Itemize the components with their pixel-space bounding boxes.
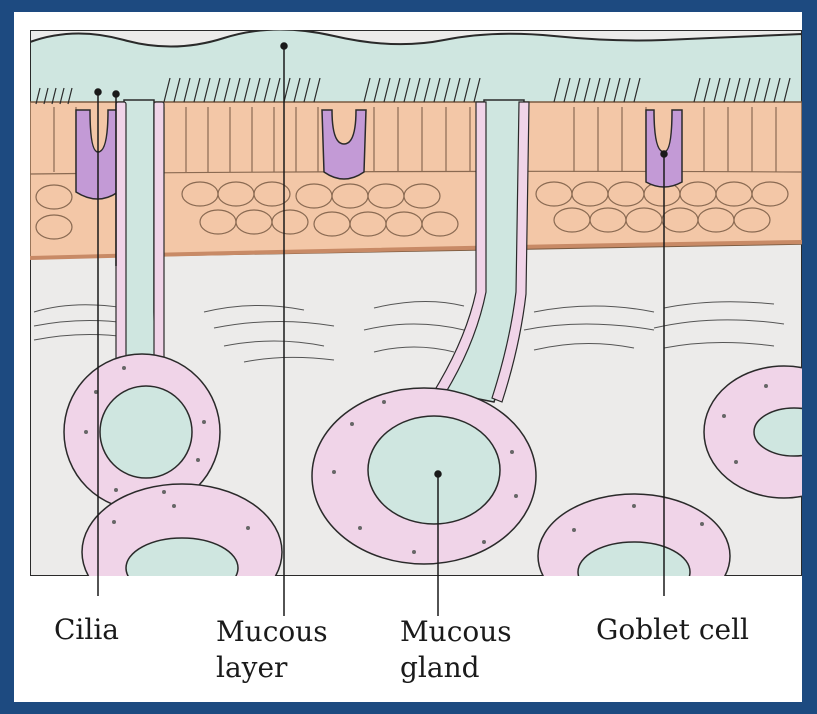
label-goblet-cell: Goblet cell: [596, 612, 749, 648]
mucous-layer-leader-dot: [281, 43, 287, 49]
label-mucous-gland: Mucous gland: [400, 614, 512, 686]
label-mucous-layer: Mucous layer: [216, 614, 328, 686]
middle-gland-lumen: [368, 416, 500, 524]
cilia-leader-dot: [95, 89, 101, 95]
lower-left-acinus-lumen: [126, 538, 238, 598]
mucous-gland-leader-dot: [435, 471, 441, 477]
label-cilia: Cilia: [54, 612, 119, 648]
left-gland-lumen: [100, 386, 192, 478]
airway-epithelium-diagram: [14, 12, 802, 702]
figure-frame: Cilia Mucous layer Mucous gland Goblet c…: [14, 12, 802, 702]
lower-right-acinus-lumen: [578, 542, 690, 602]
goblet-cell-leader-dot: [661, 151, 667, 157]
